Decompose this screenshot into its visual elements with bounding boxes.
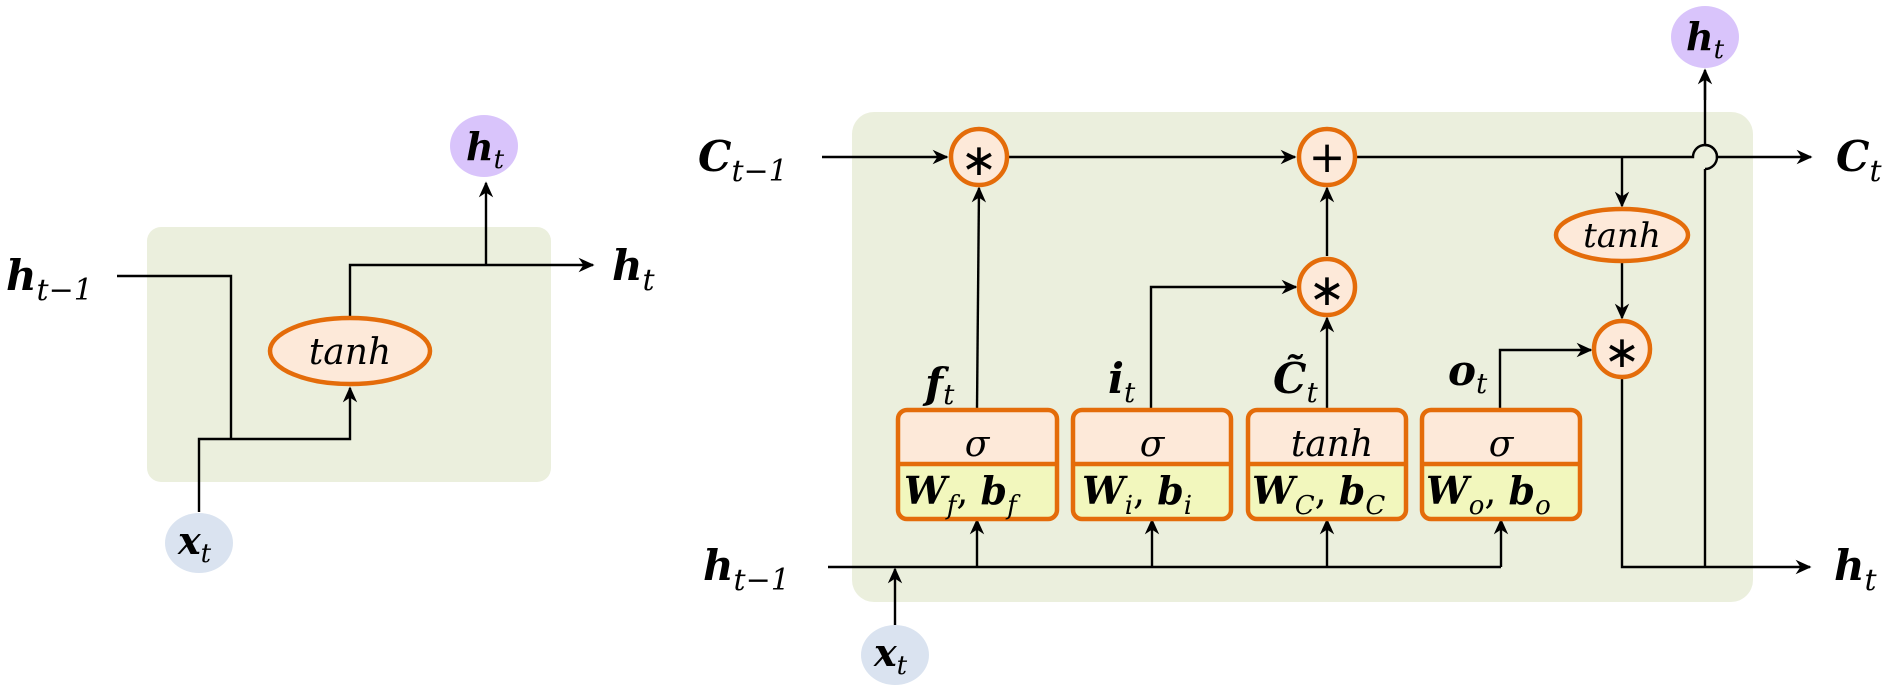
lstm-input-label: xt	[873, 630, 908, 681]
lstm-forget-output-label: ft	[922, 359, 955, 411]
rnn-hprev-wire	[117, 274, 233, 439]
lstm-input-output-label: it	[1108, 354, 1136, 409]
gate-params-label: Wf, bf	[904, 468, 1021, 521]
lstm-gate-input: σ Wi, bi	[1070, 407, 1234, 522]
lstm-forget-wire	[971, 186, 987, 410]
rnn-hprev-label: ht−1	[6, 251, 93, 308]
lstm-output-top-label: ht	[1686, 14, 1725, 65]
multiply-icon: ∗	[961, 135, 998, 186]
rnn-output-top-label: ht	[466, 124, 505, 175]
gate-activation-label: σ	[965, 424, 991, 465]
rnn-output-wire	[348, 257, 595, 317]
lstm-cell-prev-label: Ct−1	[698, 132, 788, 189]
lstm-output-gate-wire	[1498, 342, 1593, 409]
rnn-input-wire	[197, 386, 358, 512]
lstm-input-bubble	[861, 625, 929, 685]
rnn-input-label: xt	[177, 518, 212, 569]
gate-activation-label: tanh	[1291, 424, 1373, 465]
lstm-input-mul-node: ∗	[1296, 256, 1358, 318]
lstm-candidate-output-label: C̃t	[1273, 353, 1318, 409]
lstm-gate-forget: σ Wf, bf	[895, 407, 1060, 522]
lstm-output-gate-label: ot	[1448, 346, 1488, 400]
lstm-input-gate-wire	[1149, 279, 1298, 409]
lstm-cell-out-label: Ct	[1836, 132, 1882, 189]
gate-params-label: Wo, bo	[1426, 468, 1551, 521]
rnn-tanh-node	[267, 315, 433, 387]
lstm-crossover-hop	[1704, 143, 1719, 171]
multiply-icon: ∗	[1309, 265, 1346, 316]
lstm-hidden-out-wire	[1620, 377, 1812, 575]
gate-activation-label: σ	[1140, 424, 1166, 465]
rnn-tanh-label: tanh	[309, 332, 391, 373]
lstm-gate-candidate: tanh WC, bC	[1245, 407, 1409, 522]
lstm-forget-mul-node: ∗	[948, 126, 1010, 188]
rnn-cell: tanh ht xt ht−1 ht	[6, 115, 656, 573]
lstm-cell-tanh-node: tanh	[1553, 206, 1691, 264]
rnn-output-right-label: ht	[612, 241, 656, 298]
multiply-icon: ∗	[1604, 327, 1641, 378]
gate-params-label: WC, bC	[1252, 468, 1385, 521]
gate-params-label: Wi, bi	[1082, 468, 1192, 521]
lstm-hidden-out-label: ht	[1834, 541, 1878, 598]
gate-activation-label: σ	[1489, 424, 1515, 465]
lstm-add-node: +	[1296, 126, 1358, 188]
lstm-gate-output: σ Wo, bo	[1419, 407, 1583, 522]
lstm-cell: ∗ + ∗ ∗ tanh σ Wf, bf	[698, 6, 1882, 685]
lstm-output-bubble	[1671, 6, 1739, 68]
lstm-cell-tanh-label: tanh	[1583, 216, 1661, 256]
plus-icon: +	[1309, 132, 1346, 183]
rnn-output-bubble	[450, 115, 518, 177]
rnn-input-bubble	[165, 513, 233, 573]
lstm-hidden-prev-label: ht−1	[703, 541, 790, 598]
lstm-output-mul-node: ∗	[1591, 318, 1653, 380]
